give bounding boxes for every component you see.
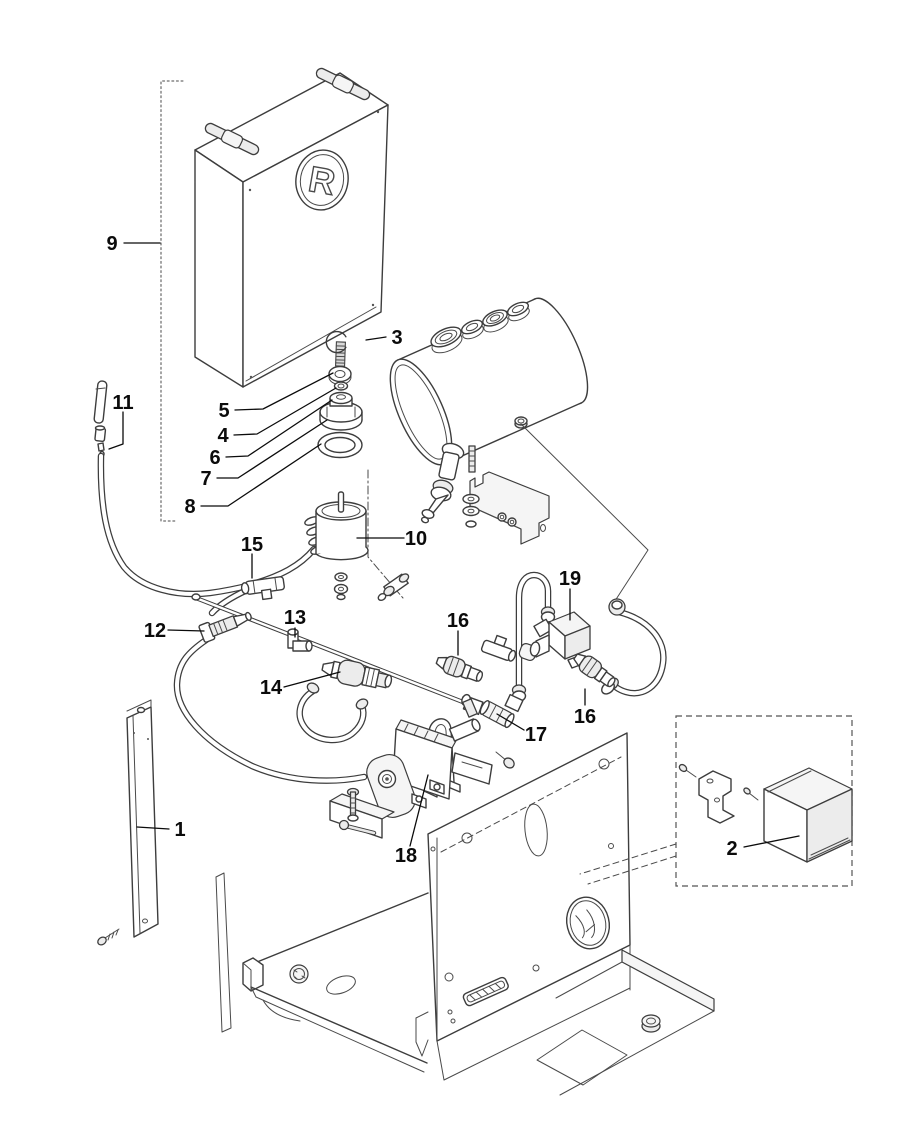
boiler	[389, 297, 589, 524]
u-pipe	[296, 682, 369, 744]
boiler-ports	[430, 301, 530, 354]
alignment-line	[520, 423, 649, 605]
callout-8: 8	[184, 496, 195, 518]
callout-2: 2	[726, 838, 737, 860]
j-pipe	[504, 571, 556, 713]
callout-9: 9	[106, 233, 117, 255]
callout-18: 18	[395, 845, 417, 867]
tank-handle-icon	[204, 122, 260, 156]
chassis	[215, 732, 715, 1096]
callout-3: 3	[391, 327, 402, 349]
bracket-part9	[160, 80, 184, 522]
callout-11: 11	[112, 392, 133, 414]
callout-16-right: 16	[574, 706, 596, 728]
valve-seat-part6	[319, 391, 363, 431]
callout-7: 7	[200, 468, 211, 490]
pump-part18	[329, 698, 515, 839]
callout-4: 4	[217, 425, 229, 447]
solenoid-valve-part19	[518, 611, 591, 669]
callout-leaders	[108, 242, 800, 848]
check-valve-part14	[321, 659, 393, 689]
water-tank: R	[194, 67, 389, 388]
barb-fitting-part16-left	[435, 655, 484, 682]
callout-12: 12	[144, 620, 166, 642]
cup-elbow	[377, 573, 410, 602]
boiler-stud	[514, 416, 528, 429]
box-bracket	[698, 770, 735, 824]
callout-1: 1	[174, 819, 185, 841]
washer-part4	[333, 381, 349, 391]
callout-10: 10	[405, 528, 427, 550]
tee-16-left	[480, 634, 517, 662]
bracket-screw	[743, 787, 759, 801]
boiler-outlet	[420, 442, 465, 524]
inset-part2	[579, 715, 853, 887]
mounting-strip-part1	[97, 699, 159, 946]
callout-14: 14	[260, 677, 283, 699]
tee-part15	[240, 576, 285, 601]
coil-cup-part10	[304, 491, 369, 601]
callout-17: 17	[525, 724, 547, 746]
strip-screw	[97, 928, 120, 946]
spring-part3	[325, 330, 347, 367]
callout-13: 13	[284, 607, 306, 629]
callout-5: 5	[218, 400, 229, 422]
callout-16-left: 16	[447, 610, 469, 632]
o-ring-part7	[317, 431, 363, 459]
fitting-part12	[198, 611, 252, 643]
callout-19: 19	[559, 568, 581, 590]
callout-15: 15	[241, 534, 263, 556]
callout-6: 6	[209, 447, 220, 469]
circlip-part3	[325, 330, 347, 354]
brand-emblem	[565, 896, 611, 950]
bracket-screw	[678, 763, 697, 778]
vent-slot	[462, 976, 509, 1007]
barb-fitting-part16-right	[573, 653, 616, 688]
control-box-part2	[763, 767, 853, 863]
tank-handle-icon	[315, 67, 371, 101]
boiler-bracket	[462, 445, 550, 545]
callout-labels: 9 3 5 4 6 7 8 11 10 15 12 13 14 16 19 16…	[106, 233, 737, 867]
